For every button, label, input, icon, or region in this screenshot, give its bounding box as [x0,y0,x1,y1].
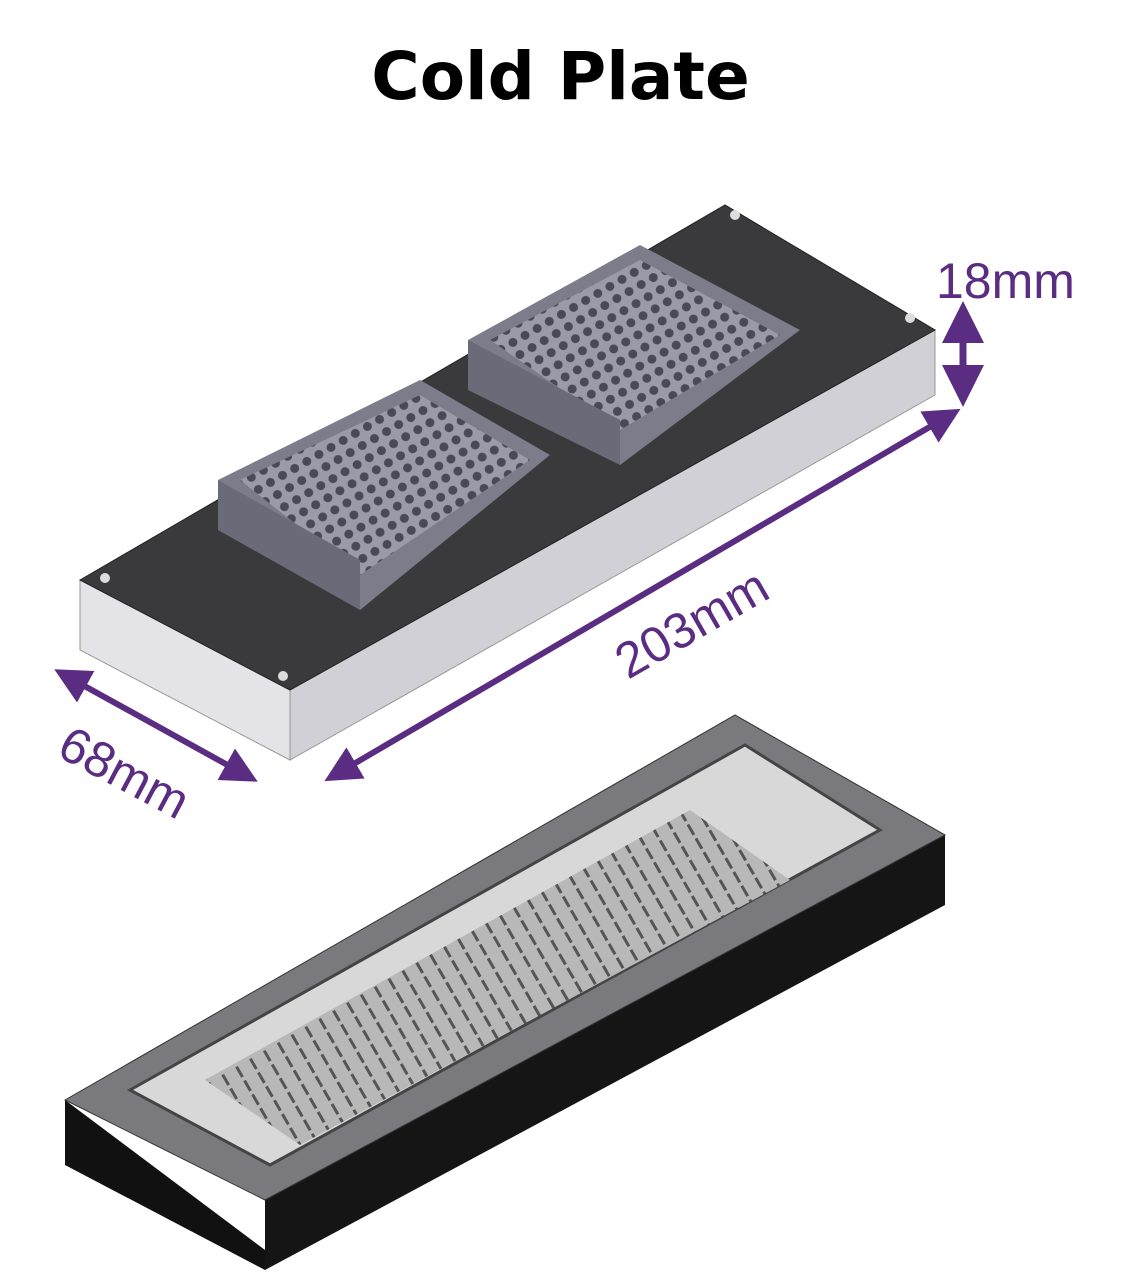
tray-side-left [65,1100,265,1270]
module-lattice [490,260,780,430]
length-dimension-arrow [324,408,961,782]
diagram-title: Cold Plate [371,38,750,115]
screw-hole [730,210,740,220]
width-dimension-label: 68mm [50,715,199,830]
cold-plate-tray [63,714,947,1270]
screw-hole [278,671,288,681]
height-dimension-label: 18mm [936,253,1075,309]
screw-hole [905,313,915,323]
cpu-module-right [468,245,800,465]
screw-hole [100,573,110,583]
width-dimension-arrow [54,669,258,782]
length-dimension-label: 203mm [606,558,778,690]
tray-side-right [265,835,945,1270]
pin-fin-array [205,810,790,1145]
